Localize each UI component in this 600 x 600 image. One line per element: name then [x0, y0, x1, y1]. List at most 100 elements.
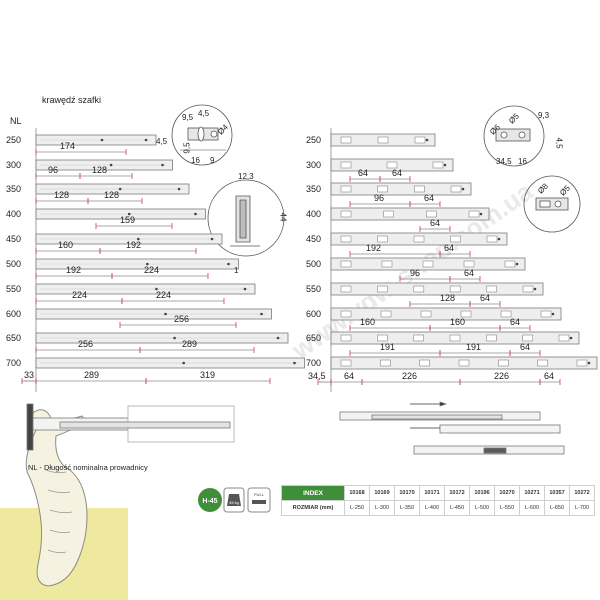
profile-width: 12,3 — [238, 172, 254, 181]
right-dimension-value: 226 — [494, 371, 510, 381]
right-nl-value: 250 — [306, 135, 322, 145]
right-dimension-value: 191 — [380, 342, 396, 352]
left-dimension-value: 96 — [48, 165, 59, 175]
left-nl-value: 500 — [6, 259, 22, 269]
left-rail — [35, 308, 272, 320]
right-rail — [330, 133, 436, 147]
right-nl-value: 600 — [306, 309, 322, 319]
nl-header: NL — [10, 116, 22, 126]
left-dimension-value: 319 — [200, 370, 216, 380]
left-dimension-value: 256 — [174, 314, 190, 324]
size-cell: L-650 — [544, 500, 570, 516]
left-rail — [35, 134, 157, 146]
full-text: FULL — [254, 492, 265, 497]
index-cell: 10272 — [569, 485, 595, 501]
size-cell: L-400 — [419, 500, 445, 516]
left-nl-value: 550 — [6, 284, 22, 294]
left-dimension-value: 289 — [182, 339, 198, 349]
left-dimension-value: 160 — [58, 240, 74, 250]
spec-table: INDEX 10168 10169 10170 10171 10172 1019… — [281, 485, 595, 516]
left-dimension-value: 128 — [92, 165, 108, 175]
size-cell: L-450 — [444, 500, 470, 516]
size-label: ROZMIAR (mm) — [281, 500, 345, 516]
right-hole-a-d4: 34,5 — [496, 157, 512, 166]
weight-badge: 45 kg — [223, 487, 245, 513]
left-dimension-value: 174 — [60, 141, 76, 151]
left-nl-value: 600 — [6, 309, 22, 319]
profile-gap: 1 — [234, 266, 239, 275]
index-cell: 10168 — [344, 485, 370, 501]
left-dimension-value: 289 — [84, 370, 100, 380]
weight-text: 45 kg — [229, 500, 239, 505]
size-cell: L-250 — [344, 500, 370, 516]
right-nl-value: 300 — [306, 160, 322, 170]
right-hole-a-d3: 4,5 — [554, 137, 564, 149]
right-dimension-value: 96 — [410, 268, 421, 278]
index-cell: 10271 — [519, 485, 545, 501]
right-rail — [330, 182, 472, 196]
left-rail — [35, 208, 206, 220]
index-cell: 10172 — [444, 485, 470, 501]
left-nl-value: 450 — [6, 234, 22, 244]
right-dimension-value: 64 — [510, 317, 521, 327]
left-nl-value: 350 — [6, 184, 22, 194]
left-hole-detail — [171, 104, 233, 166]
right-nl-value: 400 — [306, 209, 322, 219]
left-rail — [35, 332, 289, 344]
footnote: NL - Długość nominalna prowadnicy — [28, 463, 148, 472]
left-nl-value: 300 — [6, 160, 22, 170]
size-cell: L-600 — [519, 500, 545, 516]
right-dimension-value: 64 — [430, 218, 441, 228]
right-dimension-value: 128 — [440, 293, 456, 303]
right-dimension-value: 64 — [344, 371, 355, 381]
left-dimension-value: 224 — [72, 290, 88, 300]
right-rail — [330, 207, 490, 221]
hole-dim-2: 4,5 — [198, 109, 210, 118]
load-class-badge: H-45 — [198, 488, 222, 512]
left-nl-value: 250 — [6, 135, 22, 145]
left-rail — [35, 283, 256, 295]
right-dimension-value: 64 — [424, 193, 435, 203]
spec-index-row: INDEX 10168 10169 10170 10171 10172 1019… — [281, 485, 595, 501]
left-rail — [35, 159, 173, 171]
left-rail — [35, 357, 305, 369]
size-cell: L-700 — [569, 500, 595, 516]
right-dimension-value: 160 — [450, 317, 466, 327]
right-hole-a-d5: 16 — [518, 157, 527, 166]
right-dimension-value: 96 — [374, 193, 385, 203]
left-bottom-slide — [26, 403, 235, 451]
full-extension-badge: FULL — [247, 487, 271, 513]
right-dimension-value: 64 — [480, 293, 491, 303]
right-rail — [330, 331, 580, 345]
right-nl-value: 700 — [306, 358, 322, 368]
index-cell: 10196 — [469, 485, 495, 501]
left-rail — [35, 183, 190, 195]
right-dimension-lines — [317, 176, 561, 385]
left-nl-value: 700 — [6, 358, 22, 368]
left-dimension-value: 192 — [66, 265, 82, 275]
right-rails — [330, 133, 598, 370]
index-cell: 10270 — [494, 485, 520, 501]
right-dimension-value: 191 — [466, 342, 482, 352]
index-cell: 10169 — [369, 485, 395, 501]
left-profile-detail — [207, 179, 285, 257]
index-cell: 10170 — [394, 485, 420, 501]
right-nl-value: 500 — [306, 259, 322, 269]
right-dimension-value: 226 — [402, 371, 418, 381]
right-bottom-slides — [339, 401, 565, 455]
right-rail — [330, 307, 562, 321]
right-rail — [330, 356, 598, 370]
mascot-detail — [45, 469, 73, 554]
right-nl-value: 450 — [306, 234, 322, 244]
load-class-text: H-45 — [202, 498, 217, 505]
left-nl-value: 650 — [6, 333, 22, 343]
right-dimension-value: 192 — [366, 243, 382, 253]
right-dimension-value: 64 — [544, 371, 555, 381]
hole-dim-4: 9,5 — [182, 142, 192, 154]
left-dimension-value: 224 — [144, 265, 160, 275]
right-rail — [330, 158, 454, 172]
index-cell: 10171 — [419, 485, 445, 501]
index-label: INDEX — [281, 485, 345, 501]
right-dimension-value: 64 — [444, 243, 455, 253]
size-cell: L-500 — [469, 500, 495, 516]
